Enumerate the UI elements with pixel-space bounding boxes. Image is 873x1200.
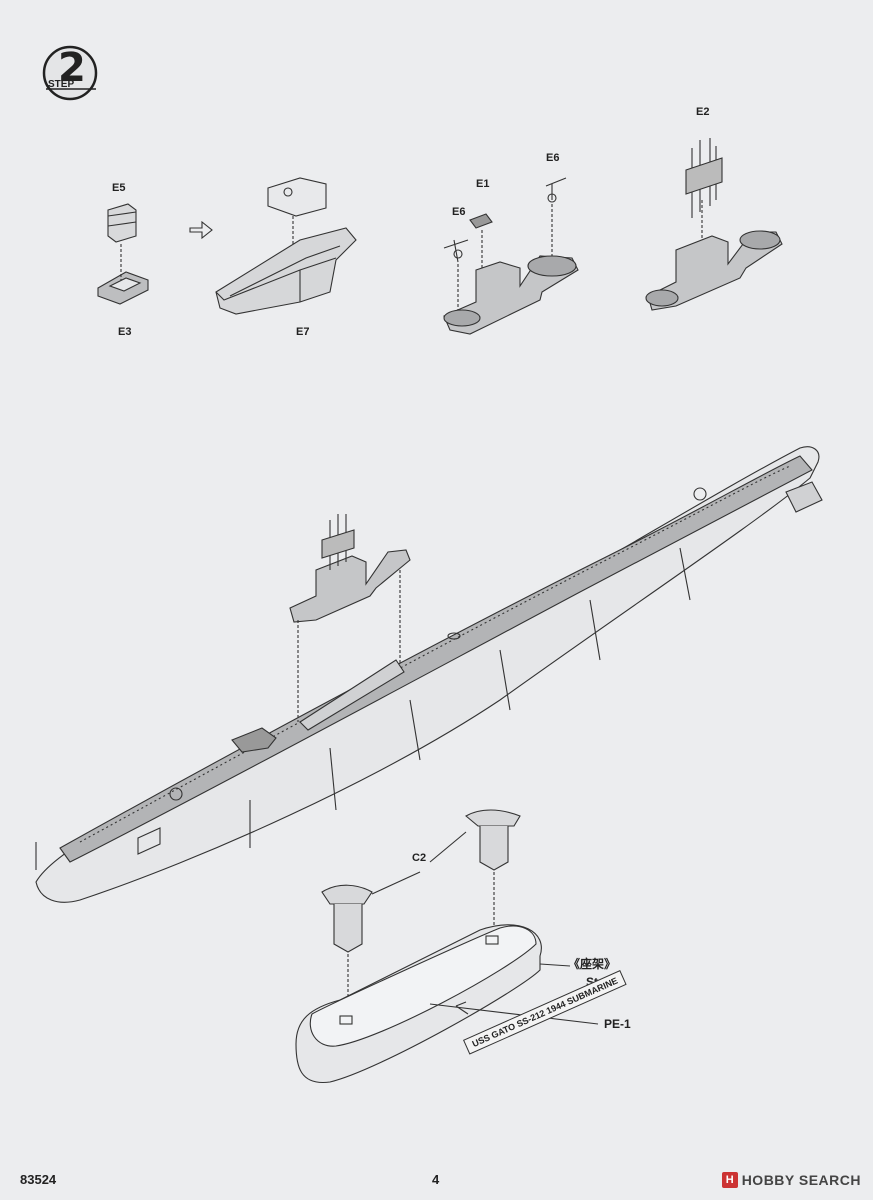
submarine-hull xyxy=(35,446,823,903)
label-e1: E1 xyxy=(476,178,490,190)
label-e2: E2 xyxy=(696,106,710,118)
watermark: H HOBBY SEARCH xyxy=(721,1172,861,1188)
label-stand-cn: 《座架》 xyxy=(568,957,617,971)
label-c2: C2 xyxy=(412,852,427,864)
page-number: 4 xyxy=(432,1172,440,1187)
step-badge-circle xyxy=(42,45,98,101)
part-c2-drawing xyxy=(321,809,521,1016)
part-e5-e3-drawing xyxy=(97,203,149,305)
step-number: 2 xyxy=(58,45,86,91)
step-badge: 2 STEP xyxy=(40,45,106,101)
label-e6-left: E6 xyxy=(452,206,466,218)
stand-base-drawing xyxy=(295,924,599,1084)
part-e1-e6-drawing xyxy=(443,177,579,335)
watermark-text: HOBBY SEARCH xyxy=(741,1172,861,1188)
part-e2-drawing xyxy=(645,138,783,311)
label-e6-right: E6 xyxy=(546,152,560,164)
conning-tower-assembly xyxy=(231,514,411,753)
part-e7-drawing xyxy=(215,177,357,315)
step-arrow xyxy=(189,220,213,240)
label-e5: E5 xyxy=(112,182,126,194)
label-e3: E3 xyxy=(118,326,132,338)
label-pe1: PE-1 xyxy=(604,1017,631,1031)
label-e7: E7 xyxy=(296,326,310,338)
watermark-logo-icon: H xyxy=(721,1172,738,1188)
step-word: STEP xyxy=(48,79,75,90)
kit-number: 83524 xyxy=(20,1172,57,1187)
